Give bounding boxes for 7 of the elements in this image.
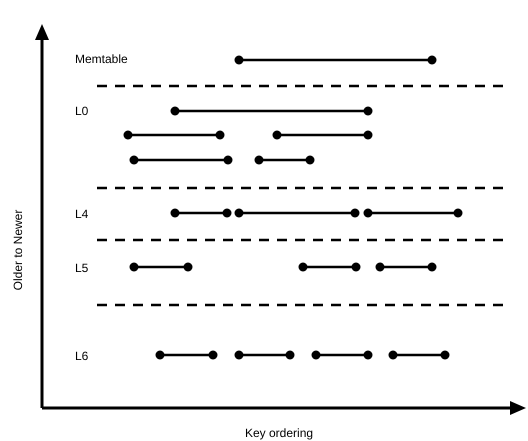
level-label: L6 [75,349,88,363]
x-axis-label: Key ordering [245,426,314,440]
level-label: L0 [75,104,88,118]
level-label: Memtable [75,52,128,66]
level-label: L5 [75,261,88,275]
level-label: L4 [75,207,88,221]
y-axis-label: Older to Newer [11,208,25,292]
